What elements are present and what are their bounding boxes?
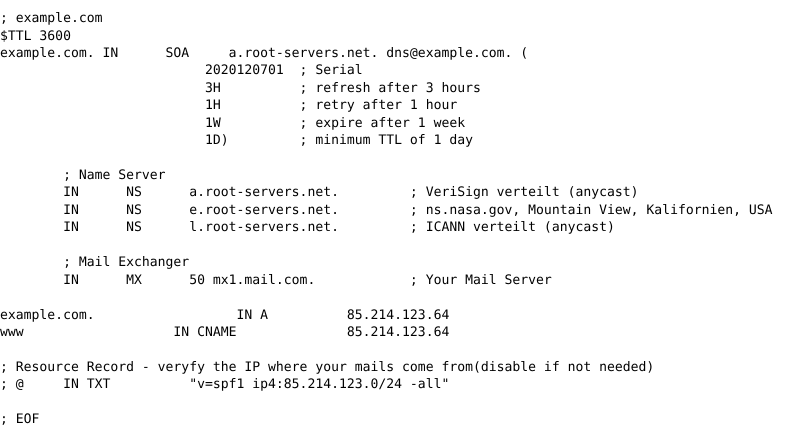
zone-line: IN NS l.root-servers.net. ; ICANN vertei… <box>0 220 615 236</box>
zone-line: IN NS a.root-servers.net. ; VeriSign ver… <box>0 185 639 201</box>
zone-line: ; EOF <box>0 412 40 428</box>
zone-line: 1D) ; minimum TTL of 1 day <box>0 133 473 149</box>
zone-line: ; Resource Record - veryfy the IP where … <box>0 359 655 375</box>
zone-blank-line <box>0 237 800 254</box>
zone-blank-line <box>0 150 800 167</box>
zone-line: example.com. IN A 85.214.123.64 <box>0 307 450 323</box>
zone-line: 3H ; refresh after 3 hours <box>0 80 481 96</box>
zone-line: IN MX 50 mx1.mail.com. ; Your Mail Serve… <box>0 272 552 288</box>
zone-line: IN NS e.root-servers.net. ; ns.nasa.gov,… <box>0 202 773 218</box>
zone-blank-line <box>0 289 800 306</box>
zone-line: ; Mail Exchanger <box>0 255 190 271</box>
zone-line: 1W ; expire after 1 week <box>0 115 466 131</box>
zone-line: example.com. IN SOA a.root-servers.net. … <box>0 45 529 61</box>
zone-blank-line <box>0 394 800 411</box>
zone-line: $TTL 3600 <box>0 28 71 44</box>
zone-line: ; Name Server <box>0 168 166 184</box>
zone-line: ; example.com <box>0 11 103 27</box>
zone-line: 2020120701 ; Serial <box>0 63 363 79</box>
zone-line: ; @ IN TXT "v=spf1 ip4:85.214.123.0/24 -… <box>0 377 450 393</box>
zone-blank-line <box>0 341 800 358</box>
zone-line: www IN CNAME 85.214.123.64 <box>0 324 450 340</box>
zone-line: 1H ; retry after 1 hour <box>0 98 458 114</box>
